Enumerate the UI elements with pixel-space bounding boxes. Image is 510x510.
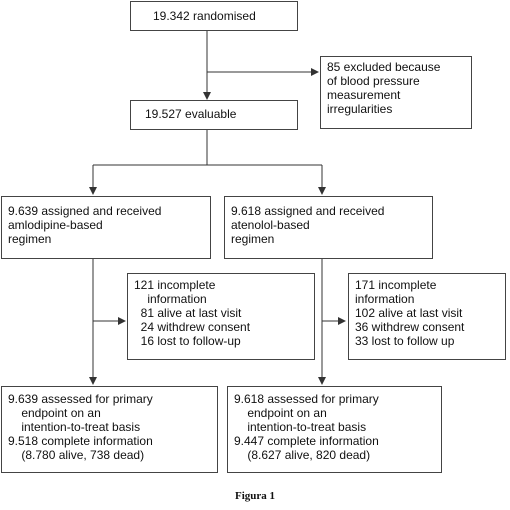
assessed-left-box: 9.639 assessed for primary endpoint on a… [1, 386, 218, 473]
figure-caption: Figura 1 [234, 490, 276, 502]
evaluable-line-1: 19.527 evaluable [145, 107, 237, 121]
incomplete-left-box: 121 incomplete information 81 alive at l… [127, 273, 315, 360]
assessed-right-line-3: intention-to-treat basis [234, 420, 367, 434]
assessed-right-line-4: 9.447 complete information [234, 434, 379, 448]
randomised-line-1: 19.342 randomised [153, 9, 256, 23]
amlodipine-line-2: amlodipine-based [8, 218, 103, 232]
amlodipine-line-1: 9.639 assigned and received [8, 204, 162, 218]
incomplete-left-line-1: 121 incomplete [134, 278, 216, 292]
assessed-left-line-1: 9.639 assessed for primary [8, 392, 153, 406]
incomplete-left-line-4: 24 withdrew consent [134, 320, 251, 334]
evaluable-box: 19.527 evaluable [130, 100, 298, 130]
assessed-left-line-2: endpoint on an [8, 406, 101, 420]
atenolol-line-2: atenolol-based [231, 218, 310, 232]
assessed-left-line-4: 9.518 complete information [8, 434, 153, 448]
incomplete-right-line-5: 33 lost to follow up [355, 334, 455, 348]
incomplete-right-box: 171 incomplete information 102 alive at … [348, 273, 506, 360]
assessed-left-line-3: intention-to-treat basis [8, 420, 141, 434]
incomplete-right-line-2: information [355, 292, 415, 306]
assessed-right-line-2: endpoint on an [234, 406, 327, 420]
incomplete-right-line-4: 36 withdrew consent [355, 320, 465, 334]
excluded-line-2: of blood pressure [327, 74, 420, 88]
incomplete-left-line-3: 81 alive at last visit [134, 306, 242, 320]
amlodipine-line-3: regimen [8, 232, 52, 246]
atenolol-line-3: regimen [231, 232, 275, 246]
assessed-right-line-5: (8.627 alive, 820 dead) [234, 448, 371, 462]
atenolol-box: 9.618 assigned and received atenolol-bas… [224, 196, 433, 259]
excluded-box: 85 excluded because of blood pressure me… [320, 56, 472, 129]
assessed-left-line-5: (8.780 alive, 738 dead) [8, 448, 145, 462]
excluded-line-3: measurement [327, 88, 401, 102]
assessed-right-box: 9.618 assessed for primary endpoint on a… [227, 386, 442, 473]
excluded-line-4: irregularities [327, 102, 393, 116]
assessed-right-line-1: 9.618 assessed for primary [234, 392, 379, 406]
amlodipine-box: 9.639 assigned and received amlodipine-b… [1, 196, 211, 259]
randomised-box: 19.342 randomised [130, 1, 298, 31]
excluded-line-1: 85 excluded because [327, 60, 441, 74]
atenolol-line-1: 9.618 assigned and received [231, 204, 385, 218]
incomplete-right-line-1: 171 incomplete [355, 278, 437, 292]
incomplete-left-line-5: 16 lost to follow-up [134, 334, 241, 348]
incomplete-left-line-2: information [134, 292, 207, 306]
incomplete-right-line-3: 102 alive at last visit [355, 306, 463, 320]
